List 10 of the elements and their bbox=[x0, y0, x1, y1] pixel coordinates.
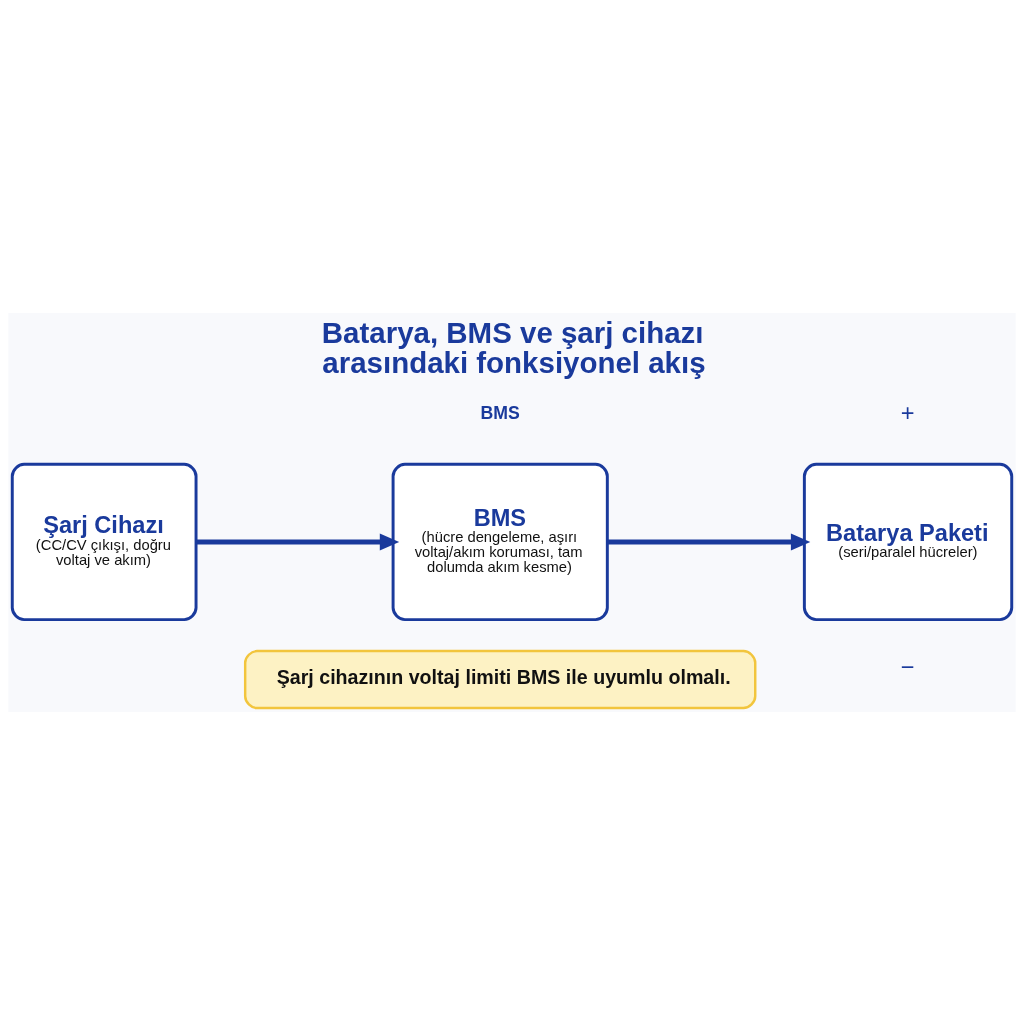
arrow bbox=[607, 533, 811, 550]
label: BMS bbox=[480, 402, 520, 423]
node-box: Şarj cihazının voltaj limiti BMS ile uyumlu olmalı. bbox=[243, 649, 757, 709]
node-box: Şarj Cihazı (CC/CV çıkışı, doğru voltaj ve akım) bbox=[10, 462, 198, 621]
node-box: BMS (hücre dengeleme, aşırı voltaj/akım koruması, tam dolumda akım kesme) bbox=[391, 462, 609, 621]
node-box: Batarya Paketi (seri/paralel hücreler) bbox=[802, 462, 1014, 621]
label: − bbox=[900, 653, 915, 680]
arrow bbox=[196, 533, 400, 550]
label: + bbox=[900, 399, 915, 426]
diagram-title: Batarya, BMS ve şarj cihazı arasındaki fonksiyonel akış bbox=[321, 315, 706, 379]
